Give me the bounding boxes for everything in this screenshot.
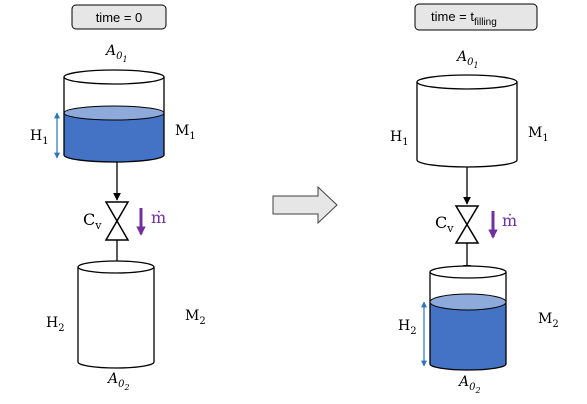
valve-label: Cv xyxy=(83,210,102,232)
panel-after: time = tfilling A01 H1 M1 Cv ṁ H2 M2 A02 xyxy=(390,3,559,395)
top-tank-area-label: A01 xyxy=(455,49,479,70)
time-label: time = 0 xyxy=(96,10,143,25)
h1-label: H1 xyxy=(390,129,409,148)
process-arrow-icon xyxy=(272,185,338,225)
top-tank-body xyxy=(416,82,518,168)
top-tank xyxy=(416,74,518,168)
top-tank-rim xyxy=(416,74,518,90)
h2-label: H2 xyxy=(398,318,417,337)
top-tank-area-label: A01 xyxy=(104,43,128,64)
top-tank-water-surface xyxy=(63,105,165,121)
valve-icon xyxy=(454,205,480,244)
top-tank-rim xyxy=(63,69,165,85)
bottom-tank-rim xyxy=(77,260,155,274)
top-tank xyxy=(63,69,165,163)
valve-icon xyxy=(104,201,130,241)
panel-before: time = 0 A01 H1 M1 Cv ṁ H2 M2 xyxy=(30,4,206,392)
bottom-tank-rim xyxy=(429,265,507,279)
bottom-tank xyxy=(77,260,155,369)
time-label-box xyxy=(414,3,538,31)
time-label-box xyxy=(71,4,167,30)
mass-flow-label: ṁ xyxy=(151,208,166,227)
h2-label: H2 xyxy=(46,315,65,334)
bottom-tank-area-label: A02 xyxy=(457,374,481,395)
m2-label: M2 xyxy=(538,311,559,330)
top-tank-body xyxy=(63,77,165,163)
valve-label: Cv xyxy=(435,213,454,235)
time-label: time = tfilling xyxy=(431,9,497,28)
top-tank-water xyxy=(64,113,164,162)
bottom-tank-body xyxy=(429,272,507,371)
mass-flow-label: ṁ xyxy=(502,211,517,230)
bottom-tank-body xyxy=(77,267,155,369)
bottom-tank-area-label: A02 xyxy=(106,371,130,392)
m1-label: M1 xyxy=(175,123,196,142)
h1-label: H1 xyxy=(30,128,49,147)
m2-label: M2 xyxy=(185,308,206,327)
bottom-tank-water xyxy=(430,302,506,370)
bottom-tank xyxy=(429,265,507,371)
bottom-tank-water-surface xyxy=(429,293,507,311)
m1-label: M1 xyxy=(528,125,549,144)
